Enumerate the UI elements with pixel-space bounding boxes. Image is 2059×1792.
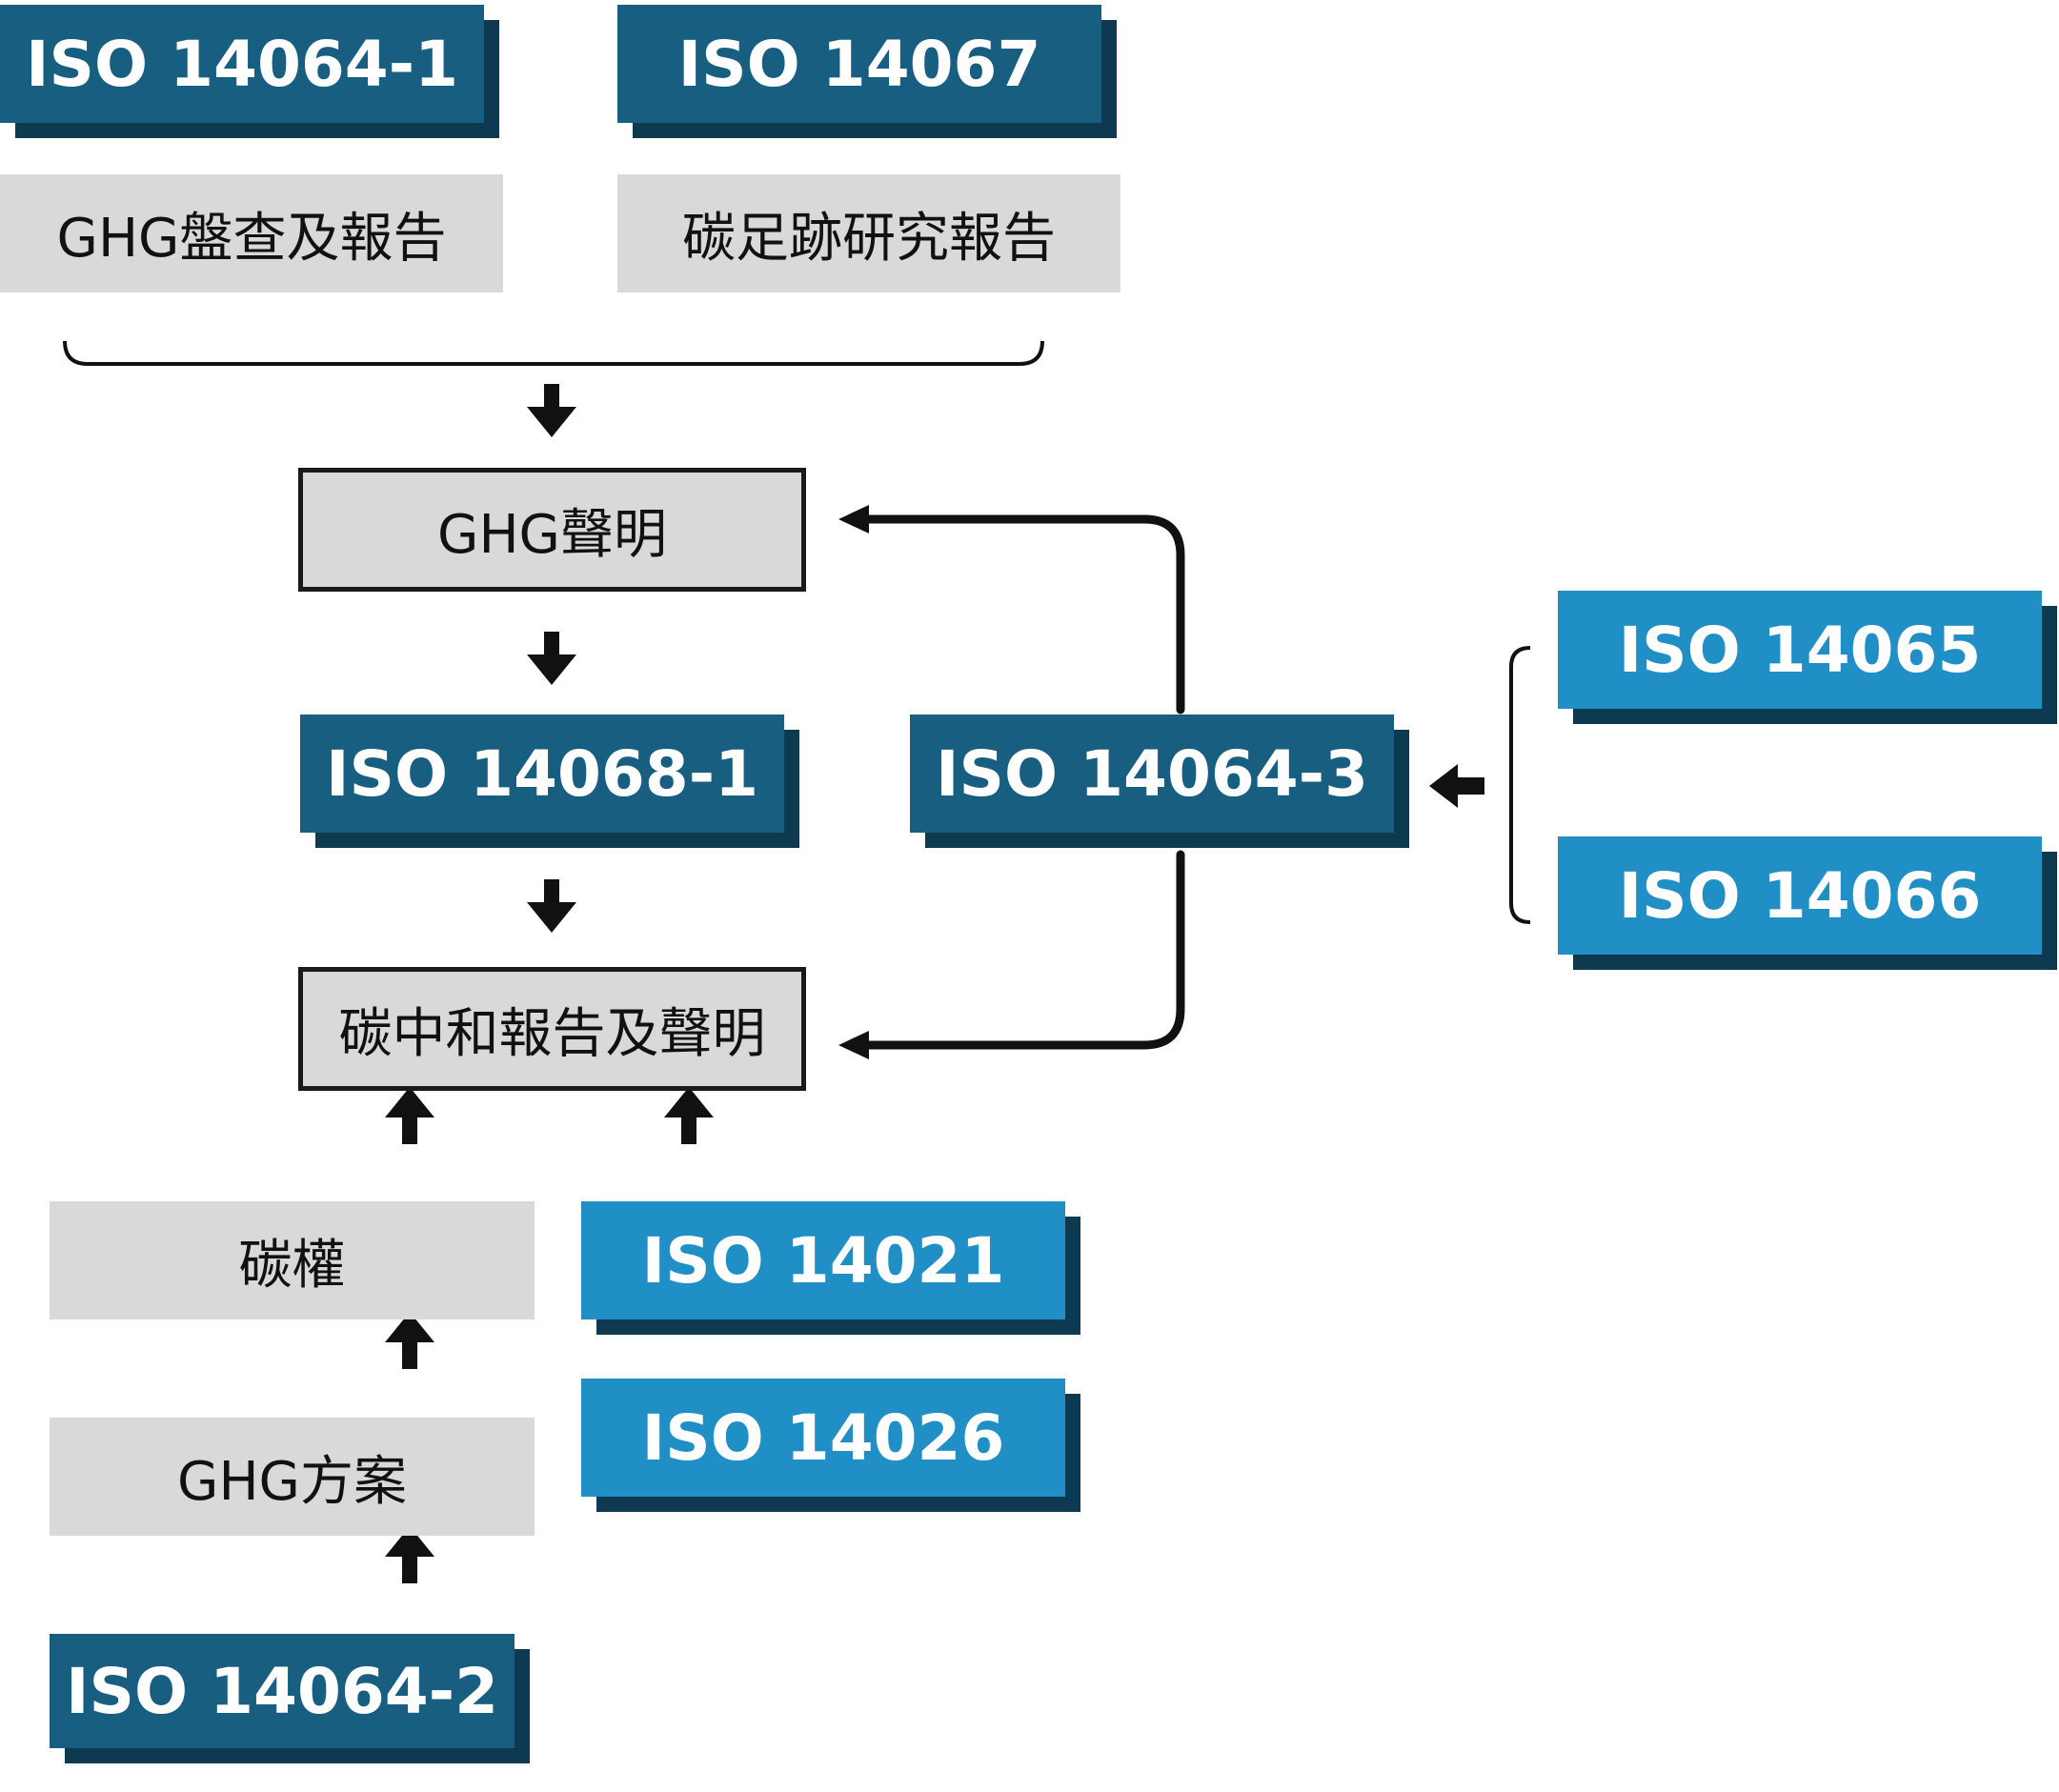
right-brace: [1509, 646, 1531, 924]
arrowhead-carbon-neutral: [838, 1031, 869, 1059]
iso-14026-label: ISO 14026: [581, 1379, 1065, 1497]
iso-14064-1-box: ISO 14064-1: [0, 5, 499, 138]
iso-14064-2-box: ISO 14064-2: [50, 1634, 530, 1763]
iso-14064-3-box: ISO 14064-3: [910, 715, 1409, 848]
carbon-credits-box: 碳權: [50, 1201, 535, 1319]
up-arrow-ghg-project: [385, 1312, 434, 1369]
left-arrow-iso-14064-3: [1429, 764, 1484, 808]
iso-14065-label: ISO 14065: [1558, 591, 2042, 709]
iso-14068-1-box: ISO 14068-1: [300, 715, 799, 848]
iso-14064-2-label: ISO 14064-2: [50, 1634, 515, 1748]
down-arrow-3: [527, 879, 576, 933]
iso-14064-1-label: ISO 14064-1: [0, 5, 484, 123]
ghg-project-box: GHG方案: [50, 1418, 535, 1536]
up-arrow-carbon-credits: [385, 1087, 434, 1144]
loop-to-carbon-neutral: [858, 850, 1185, 1050]
up-arrow-iso-14064-2: [385, 1526, 434, 1583]
iso-14065-box: ISO 14065: [1558, 591, 2057, 724]
iso-14021-label: ISO 14021: [581, 1201, 1065, 1319]
ghg-statement-box: GHG聲明: [298, 468, 806, 592]
iso-14067-label: ISO 14067: [617, 5, 1101, 123]
ghg-inventory-report-box: GHG盤查及報告: [0, 174, 503, 292]
top-brace: [63, 340, 1044, 366]
iso-14067-box: ISO 14067: [617, 5, 1117, 138]
iso-14021-box: ISO 14021: [581, 1201, 1080, 1335]
down-arrow-1: [527, 384, 576, 437]
carbon-neutral-report-box: 碳中和報告及聲明: [298, 967, 806, 1091]
carbon-footprint-report-box: 碳足跡研究報告: [617, 174, 1120, 292]
loop-to-ghg-statement: [858, 514, 1185, 715]
down-arrow-2: [527, 632, 576, 685]
iso-14026-box: ISO 14026: [581, 1379, 1080, 1512]
iso-14064-3-label: ISO 14064-3: [910, 715, 1394, 833]
up-arrow-iso-14021: [664, 1087, 714, 1144]
iso-14068-1-label: ISO 14068-1: [300, 715, 784, 833]
arrowhead-ghg-statement: [838, 505, 869, 534]
iso-14066-label: ISO 14066: [1558, 836, 2042, 955]
iso-14066-box: ISO 14066: [1558, 836, 2057, 970]
